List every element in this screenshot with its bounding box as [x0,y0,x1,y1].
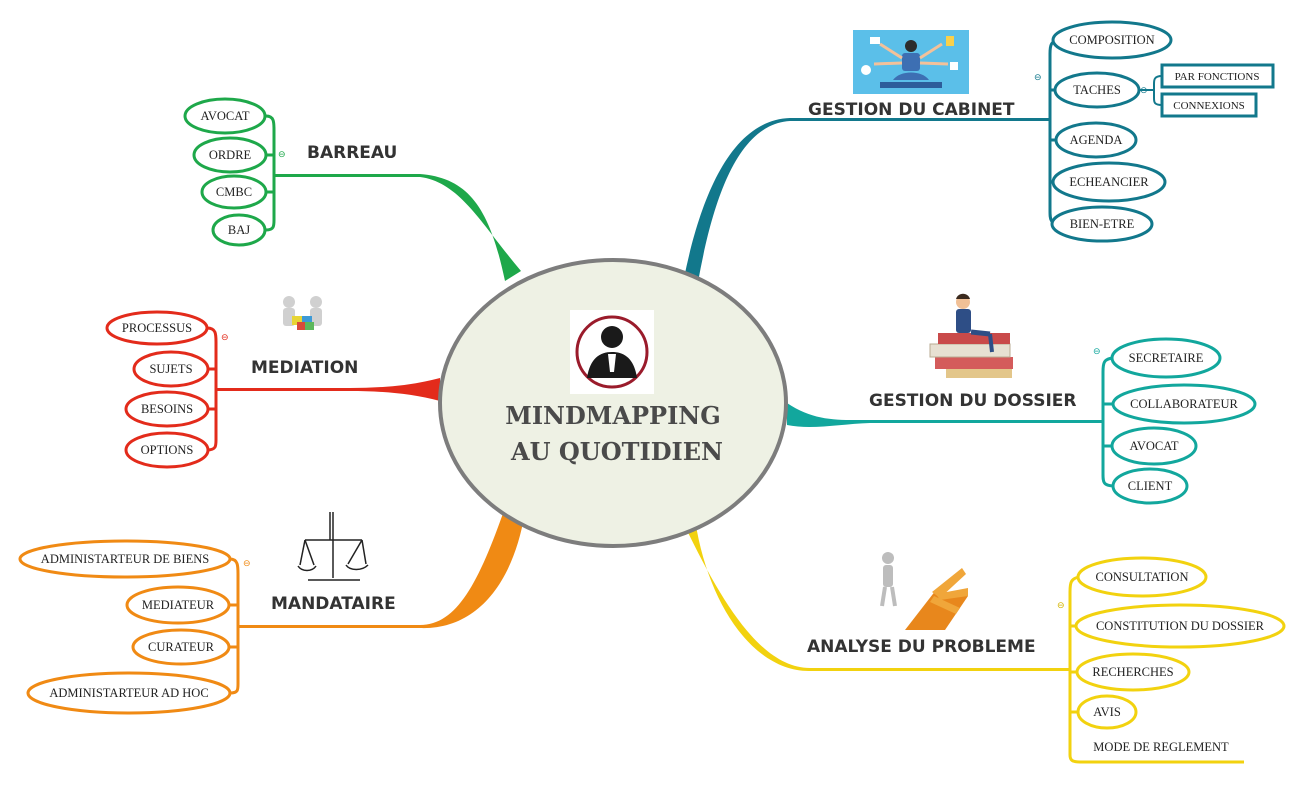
node-recherches[interactable]: RECHERCHES [1075,652,1191,692]
node-mediateur[interactable]: MEDIATEUR [125,585,231,625]
node-label: MEDIATEUR [142,598,215,612]
node-agenda[interactable]: AGENDA [1054,121,1138,159]
node-label: CLIENT [1128,479,1173,493]
branch-title-gestion-dossier[interactable]: GESTION DU DOSSIER [869,391,1076,411]
connector-mediation [216,378,440,401]
node-label: BAJ [228,223,250,237]
lawyer-avatar-icon [570,310,654,394]
node-avocat-dossier[interactable]: AVOCAT [1110,426,1198,466]
node-label: OPTIONS [141,443,194,457]
node-label: TACHES [1073,83,1121,97]
collapse-toggle-icon[interactable]: ⊖ [243,559,251,569]
connector-barreau [275,174,521,281]
node-label: SUJETS [149,362,192,376]
branch-title-gestion-cabinet[interactable]: GESTION DU CABINET [808,100,1015,120]
node-cmbc[interactable]: CMBC [200,174,268,210]
node-collaborateur[interactable]: COLLABORATEUR [1111,383,1257,425]
node-label: PAR FONCTIONS [1175,71,1260,83]
collapse-toggle-icon[interactable]: ⊖ [221,333,229,343]
connector-gestion-dossier [787,403,1103,427]
crossroads-arrows-icon [868,548,976,630]
center-title-line1: MINDMAPPING [505,401,720,430]
node-administrateur-ad-hoc[interactable]: ADMINISTARTEUR AD HOC [26,671,232,715]
node-label: COLLABORATEUR [1130,397,1238,411]
node-processus[interactable]: PROCESSUS [105,310,209,346]
branch-gestion-dossier: GESTION DU DOSSIER ⊖ SECRETAIRE COLLABOR… [869,293,1257,505]
puzzle-people-icon [283,296,322,330]
node-label: BESOINS [141,402,193,416]
collapse-toggle-icon[interactable]: ⊖ [1140,86,1148,96]
node-baj[interactable]: BAJ [211,213,267,247]
node-label: CONSTITUTION DU DOSSIER [1096,619,1265,633]
node-label: CURATEUR [148,640,215,654]
node-administrateur-biens[interactable]: ADMINISTARTEUR DE BIENS [18,539,232,579]
node-label: COMPOSITION [1069,33,1154,47]
branch-title-analyse-probleme[interactable]: ANALYSE DU PROBLEME [807,637,1036,657]
branch-mandataire: MANDATAIRE ⊖ ADMINISTARTEUR DE BIENS MED… [18,512,396,715]
node-secretaire[interactable]: SECRETAIRE [1110,337,1222,379]
node-echeancier[interactable]: ECHEANCIER [1051,161,1167,203]
node-bien-etre[interactable]: BIEN-ETRE [1050,205,1154,243]
branch-title-mandataire[interactable]: MANDATAIRE [271,594,396,614]
center-title-line2: AU QUOTIDIEN [510,437,723,466]
node-par-fonctions[interactable]: PAR FONCTIONS [1160,63,1275,89]
collapse-toggle-icon[interactable]: ⊖ [1034,73,1042,83]
branch-gestion-cabinet: GESTION DU CABINET ⊖ COMPOSITION TACHES … [808,20,1275,243]
node-label: MODE DE REGLEMENT [1093,740,1229,754]
node-label: AVOCAT [1129,439,1178,453]
bracket-gestion-dossier [1101,356,1116,488]
node-constitution-dossier[interactable]: CONSTITUTION DU DOSSIER [1074,603,1286,649]
node-consultation[interactable]: CONSULTATION [1076,556,1208,598]
node-besoins[interactable]: BESOINS [124,390,210,428]
node-options[interactable]: OPTIONS [124,431,210,469]
node-connexions[interactable]: CONNEXIONS [1160,92,1258,118]
bracket-barreau [265,114,276,232]
node-label: CONSULTATION [1096,570,1189,584]
node-label: ADMINISTARTEUR DE BIENS [41,552,209,566]
node-label: AVIS [1093,705,1121,719]
node-label: PROCESSUS [122,321,192,335]
branch-title-mediation[interactable]: MEDIATION [251,358,358,378]
connector-gestion-cabinet [684,118,1050,282]
branch-barreau: BARREAU ⊖ AVOCAT ORDRE CMBC BAJ [183,97,397,247]
multitasking-businessman-icon [853,30,969,94]
node-taches[interactable]: TACHES [1053,71,1141,109]
node-label: RECHERCHES [1092,665,1173,679]
node-label: CMBC [216,185,252,199]
collapse-toggle-icon[interactable]: ⊖ [278,150,286,160]
node-curateur[interactable]: CURATEUR [131,628,231,666]
node-ordre[interactable]: ORDRE [192,136,268,174]
central-node[interactable]: MINDMAPPING AU QUOTIDIEN [438,258,788,548]
collapse-toggle-icon[interactable]: ⊖ [1057,601,1065,611]
man-on-books-icon [929,293,1013,378]
node-avis[interactable]: AVIS [1076,694,1138,730]
bracket-mediation [206,326,218,452]
node-label: SECRETAIRE [1129,351,1204,365]
branch-analyse-probleme: ANALYSE DU PROBLEME ⊖ CONSULTATION CONST… [807,548,1286,754]
node-composition[interactable]: COMPOSITION [1051,20,1173,60]
node-label: ADMINISTARTEUR AD HOC [49,686,208,700]
branch-title-barreau[interactable]: BARREAU [307,143,397,163]
bracket-mandataire [229,557,240,695]
node-label: CONNEXIONS [1173,100,1245,112]
node-label: ECHEANCIER [1069,175,1149,189]
node-label: AGENDA [1070,133,1123,147]
node-sujets[interactable]: SUJETS [132,350,210,388]
bracket-taches [1140,75,1163,106]
node-label: ORDRE [209,148,252,162]
node-label: BIEN-ETRE [1070,217,1135,231]
collapse-toggle-icon[interactable]: ⊖ [1093,347,1101,357]
node-avocat-barreau[interactable]: AVOCAT [183,97,267,135]
node-mode-reglement[interactable]: MODE DE REGLEMENT [1093,740,1229,754]
node-label: AVOCAT [200,109,249,123]
justice-scale-icon [297,512,369,581]
branch-mediation: MEDIATION ⊖ PROCESSUS SUJETS BESOINS OPT… [105,296,358,469]
node-client[interactable]: CLIENT [1111,467,1189,505]
